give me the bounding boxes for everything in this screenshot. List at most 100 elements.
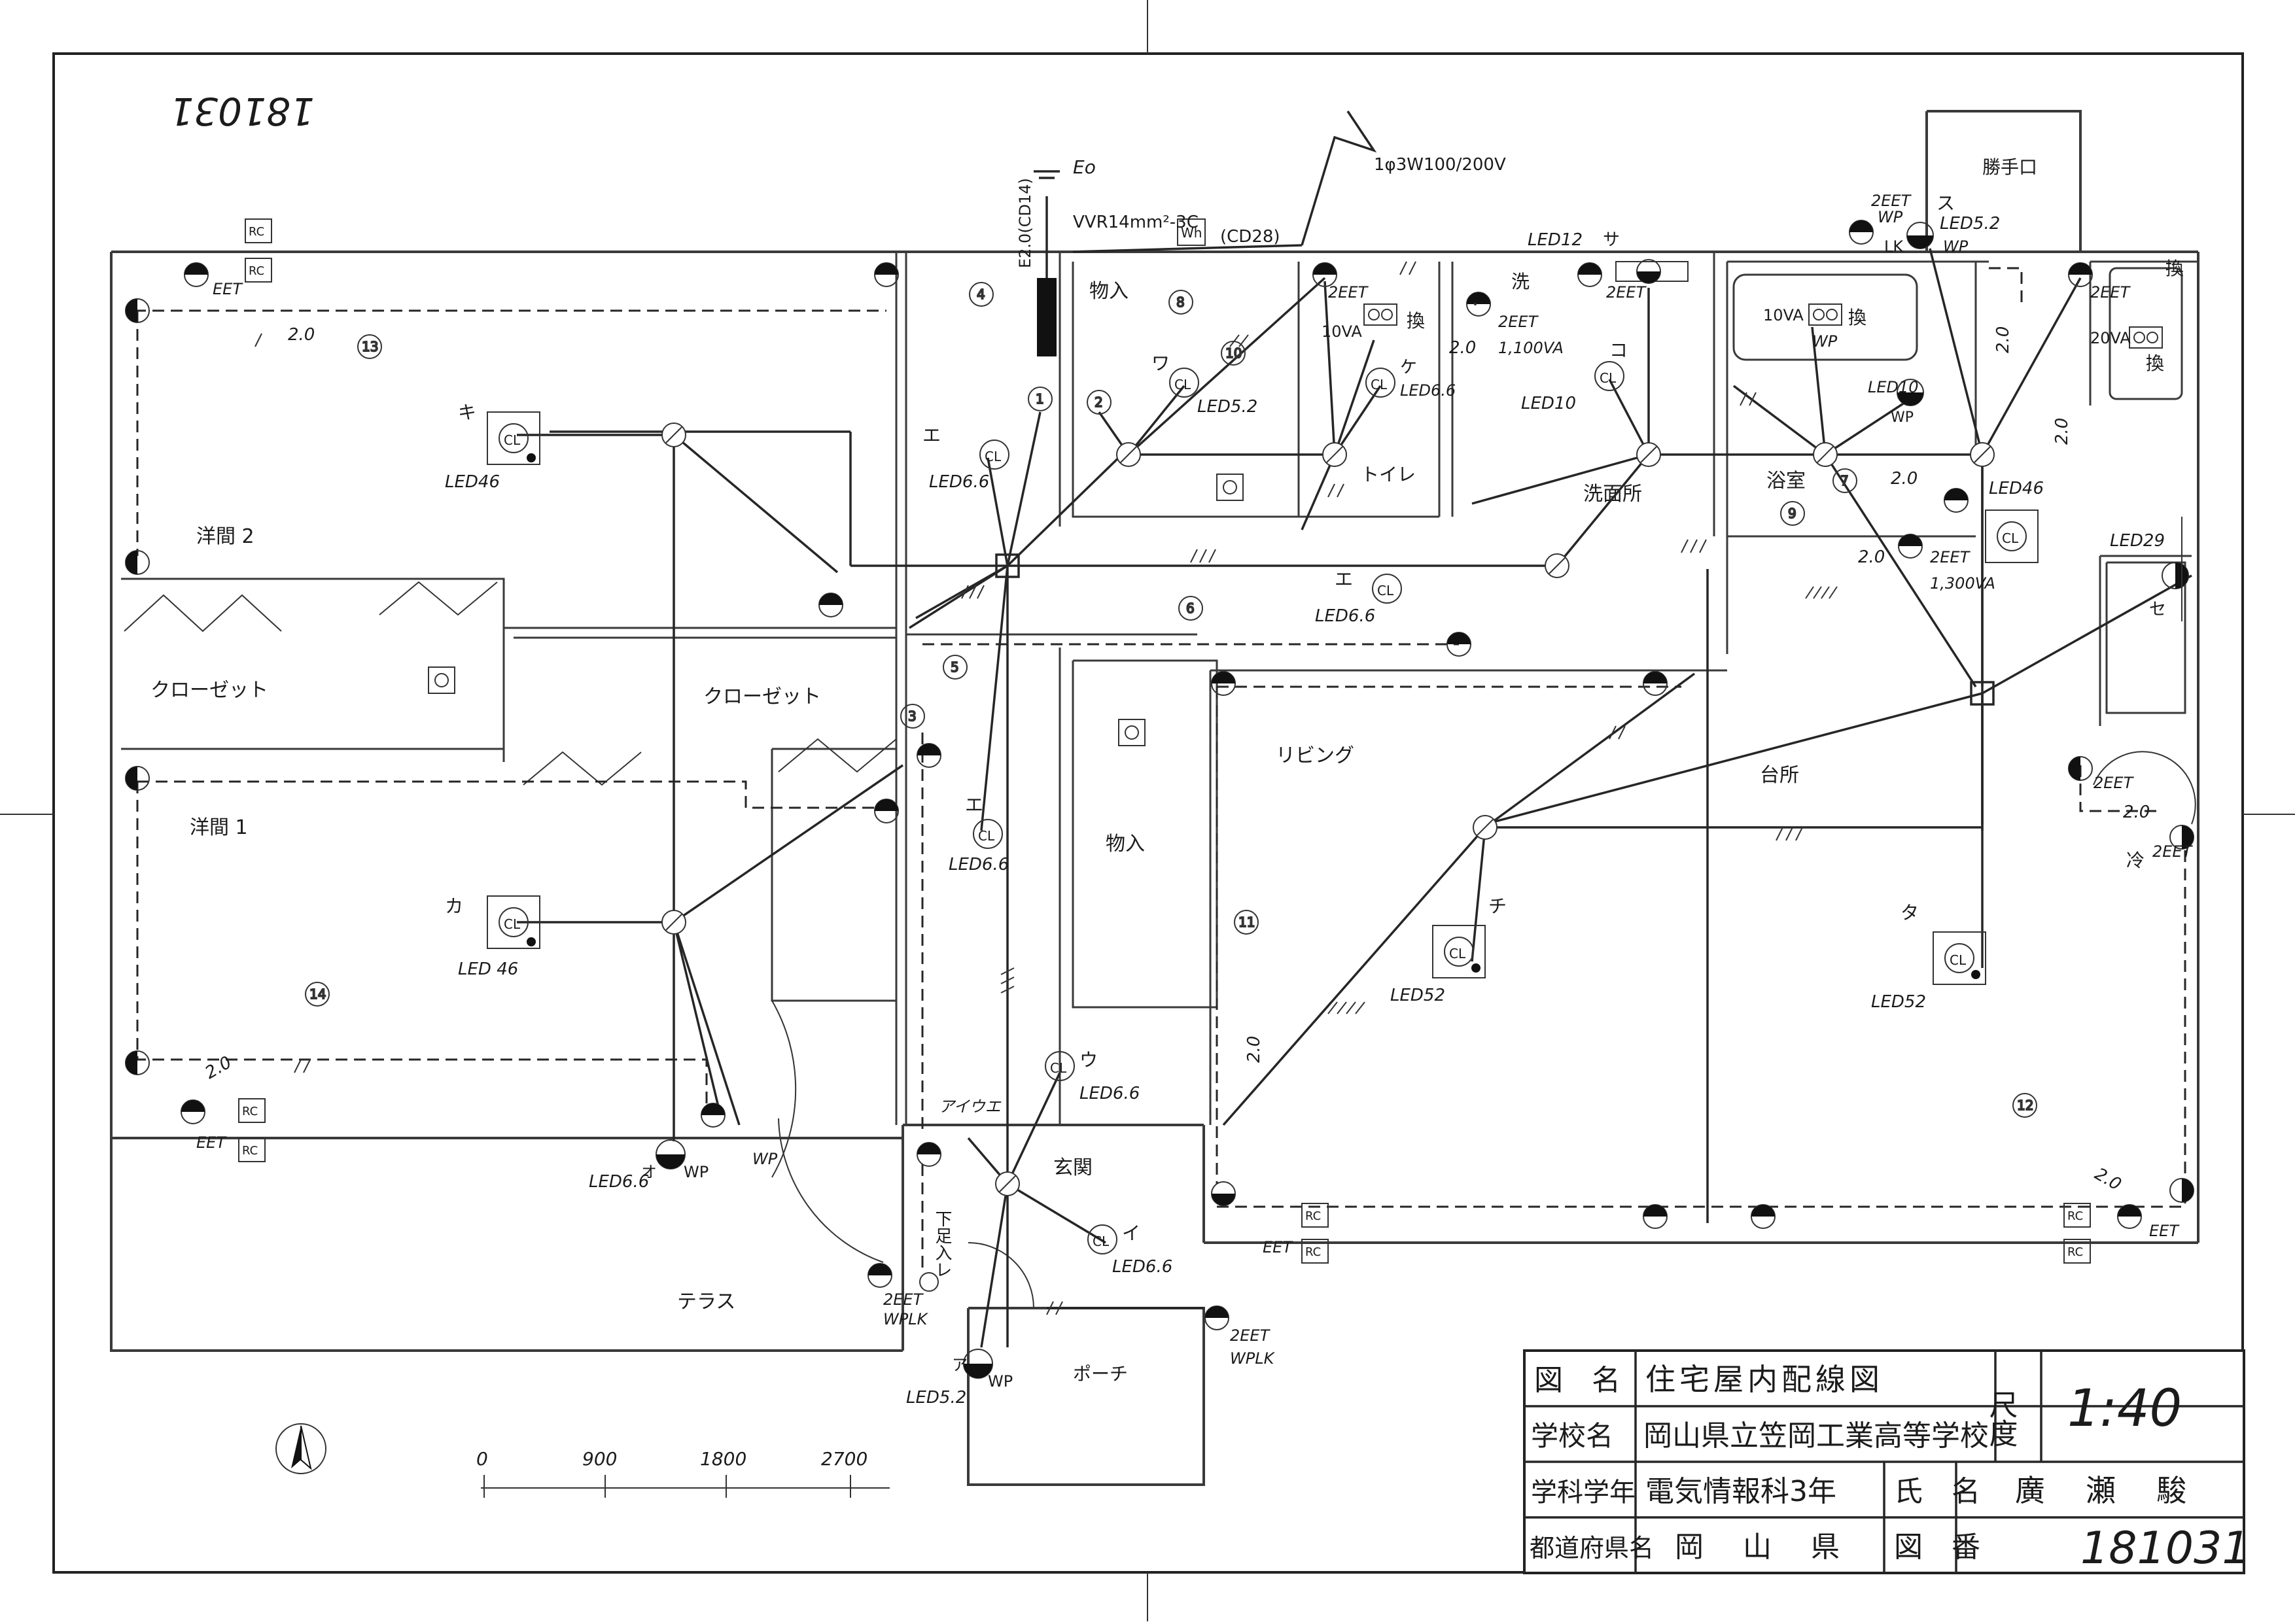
room-yoma1: 洋間 1 xyxy=(190,816,248,839)
letter-i: イ xyxy=(1122,1222,1140,1244)
label-led52-d: LED52 xyxy=(1390,986,1445,1005)
junction-box-center xyxy=(995,553,1020,578)
cl-light-ko[interactable]: CL xyxy=(1594,361,1624,391)
wall-light-su[interactable] xyxy=(1906,222,1934,249)
outlet-bath-1300 xyxy=(1898,534,1923,559)
outlet-yoma2-l2 xyxy=(125,550,150,575)
label-kan-toilet: 換 xyxy=(1407,310,1425,332)
room-mono2: 物入 xyxy=(1106,833,1145,855)
walls xyxy=(110,110,2199,1486)
svg-text:RC: RC xyxy=(1305,1245,1321,1259)
outlet-wash-top xyxy=(1577,262,1602,287)
ceiling-light-bath[interactable]: CL xyxy=(1985,510,2039,563)
label-lk: LK xyxy=(1884,237,1904,256)
cl-light-e-lower[interactable]: CL xyxy=(973,819,1003,849)
junction-circles xyxy=(661,423,1995,1196)
vent-fan-bath[interactable] xyxy=(1808,303,1842,326)
tb-label-course: 学科学年 xyxy=(1531,1477,1636,1508)
room-closet2: クローゼット xyxy=(703,685,821,708)
letter-ki: キ xyxy=(458,402,476,423)
letter-chi: チ xyxy=(1488,895,1507,917)
label-20va: 20VA xyxy=(2090,329,2131,347)
svg-text:WP: WP xyxy=(1812,332,1838,351)
svg-text:4: 4 xyxy=(977,286,985,302)
ceiling-light-kitchen[interactable]: CL xyxy=(1933,931,1986,985)
label-led52-b: LED5.2 xyxy=(906,1388,966,1408)
svg-text:1800: 1800 xyxy=(700,1448,746,1470)
vent-fan-kitchen[interactable] xyxy=(2129,326,2163,349)
cl-light-i[interactable]: CL xyxy=(1087,1224,1117,1254)
outlet-living-tl xyxy=(1211,671,1236,696)
svg-text:2700: 2700 xyxy=(821,1448,867,1470)
label-wp-shi: WP xyxy=(1891,409,1914,426)
led12-fixture[interactable] xyxy=(1615,259,1689,284)
wall-light-a[interactable] xyxy=(963,1349,993,1379)
room-bath: 浴室 xyxy=(1766,470,1806,492)
label-led46-c: LED46 xyxy=(1989,479,2044,498)
svg-text:2EET: 2EET xyxy=(1606,283,1647,302)
letter-ko: コ xyxy=(1609,339,1628,361)
svg-text:13: 13 xyxy=(362,339,378,354)
vent-fan-toilet[interactable] xyxy=(1363,303,1397,326)
svg-text:Wh: Wh xyxy=(1181,225,1202,241)
svg-text:2.0: 2.0 xyxy=(288,325,315,345)
wall-light-o[interactable] xyxy=(656,1139,686,1169)
room-living: リビング xyxy=(1276,744,1354,767)
ceiling-light-yoma1[interactable]: CL xyxy=(487,895,540,949)
sheet-border xyxy=(52,52,2244,1574)
tb-label-prefecture: 都道府県名 xyxy=(1530,1534,1654,1563)
tb-label-number: 図 番 xyxy=(1894,1530,1980,1564)
label-wp-o: WP xyxy=(684,1163,709,1181)
letter-a: ア xyxy=(952,1356,968,1374)
outlet-yoma1-r xyxy=(874,799,899,823)
svg-text:CL: CL xyxy=(2002,530,2019,546)
svg-text:2EET: 2EET xyxy=(883,1290,924,1309)
wall-light-shi[interactable] xyxy=(1897,379,1924,406)
cl-light-corridor[interactable]: CL xyxy=(1372,574,1402,604)
svg-text:9: 9 xyxy=(1788,506,1796,521)
svg-text:RC: RC xyxy=(242,1144,258,1158)
service-cable: VVR14mm²-3C xyxy=(1073,213,1199,232)
outlet-mono-toilet xyxy=(1474,303,1477,305)
svg-text:CL: CL xyxy=(1371,377,1388,392)
outlet-yoma2-l1 xyxy=(125,298,150,323)
svg-text:CL: CL xyxy=(978,828,995,844)
north-arrow xyxy=(275,1423,326,1474)
svg-text:2EET: 2EET xyxy=(1498,313,1539,331)
svg-text:11: 11 xyxy=(1238,914,1255,930)
label-led29: LED29 xyxy=(2110,531,2165,551)
letter-e-lower: エ xyxy=(965,794,983,816)
svg-text:CL: CL xyxy=(985,449,1002,464)
svg-text:アイウエ: アイウエ xyxy=(939,1097,1002,1116)
svg-text:8: 8 xyxy=(1176,294,1185,310)
letter-sa: サ xyxy=(1603,230,1620,250)
svg-text:7: 7 xyxy=(1840,473,1849,489)
scale-bar: 0 900 1800 2700 xyxy=(476,1448,890,1498)
svg-text:CL: CL xyxy=(1174,377,1191,392)
label-led52-a: LED5.2 xyxy=(1197,397,1257,417)
outlet-kitchen-eet xyxy=(2117,1204,2142,1229)
service-supply: 1φ3W100/200V xyxy=(1374,155,1506,175)
tb-student-name: 廣 瀬 駿 xyxy=(2015,1473,2192,1508)
cl-light-e-upper[interactable]: CL xyxy=(979,440,1009,470)
ceiling-light-yoma2[interactable]: CL xyxy=(487,411,540,465)
service-earth-conduit: E2.0(CD14) xyxy=(1016,178,1034,268)
tb-school: 岡山県立笠岡工業高等学校 xyxy=(1643,1419,1989,1453)
outlet-eet-yoma2 xyxy=(184,262,209,287)
svg-text:WP: WP xyxy=(1943,237,1969,256)
svg-text:WPLK: WPLK xyxy=(883,1310,929,1328)
label-led66-c: LED6.6 xyxy=(1400,381,1456,400)
svg-text:2.0: 2.0 xyxy=(202,1052,236,1083)
cl-light-ke[interactable]: CL xyxy=(1365,368,1395,398)
tb-label-scale: 尺度 xyxy=(1984,1390,2018,1447)
svg-text:CL: CL xyxy=(504,916,521,932)
ceiling-light-living[interactable]: CL xyxy=(1432,925,1486,978)
svg-text:1,100VA: 1,100VA xyxy=(1498,339,1564,357)
cl-light-genkan[interactable]: CL xyxy=(1045,1051,1075,1081)
service-earth: Eo xyxy=(1073,156,1096,178)
tb-label-school: 学校名 xyxy=(1531,1420,1613,1452)
cl-light-wa[interactable]: CL xyxy=(1169,368,1199,398)
label-kan-kitchen-top: 換 xyxy=(2165,258,2184,279)
outlet-kitchen-tr xyxy=(2068,262,2093,287)
wall-light-se[interactable] xyxy=(2162,517,2189,621)
